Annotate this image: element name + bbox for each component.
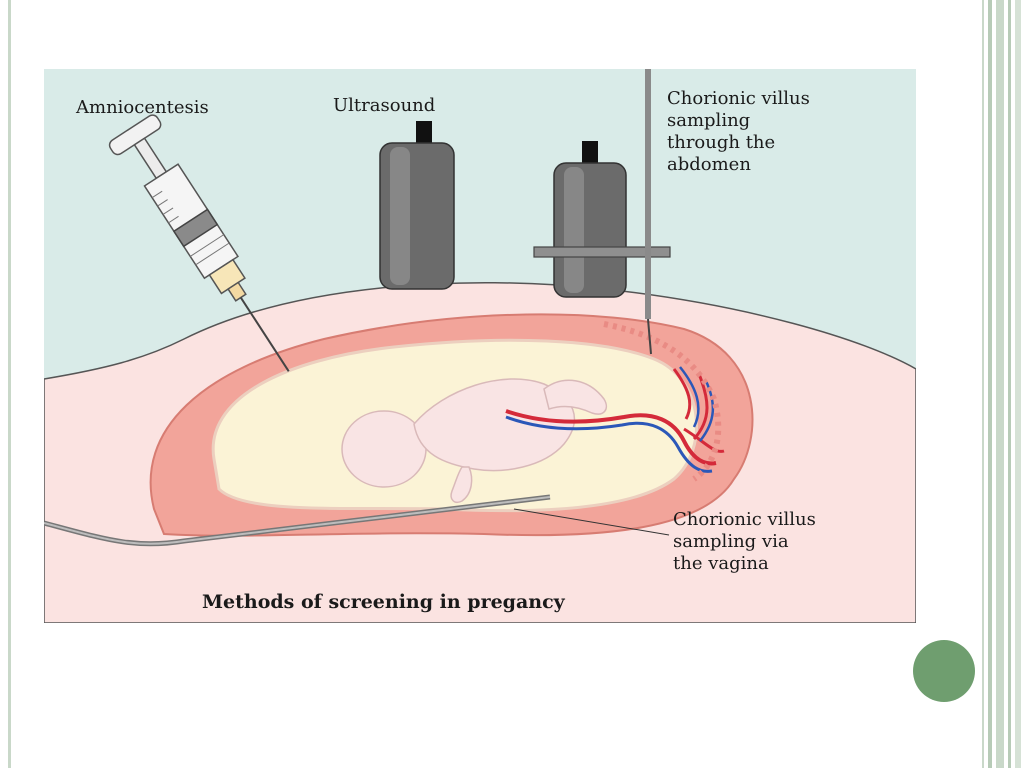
fetus-leg: [543, 379, 608, 415]
placenta-vein: [679, 366, 715, 442]
fetus-arm: [450, 466, 473, 503]
cvs-probe: [533, 141, 671, 298]
leader-line: [513, 508, 670, 536]
slide-accent-dot: [913, 640, 975, 702]
border-line: [982, 0, 984, 768]
umbilical-artery: [505, 409, 717, 466]
screening-methods-figure: Amniocentesis Ultrasound Chorionic villu…: [44, 69, 916, 623]
cvs-abdomen-label: Chorionic villus sampling through the ab…: [667, 88, 810, 175]
border-line: [1015, 0, 1021, 768]
ultrasound-label: Ultrasound: [333, 95, 436, 116]
border-line: [988, 0, 992, 768]
amniocentesis-label: Amniocentesis: [76, 97, 209, 118]
fetus-head: [341, 410, 427, 488]
placenta-artery: [672, 368, 725, 453]
cvs-vagina-label: Chorionic villus sampling via the vagina: [673, 509, 816, 574]
fetus-body: [413, 378, 575, 472]
figure-illustration: [44, 69, 916, 623]
ultrasound-probe: [379, 121, 455, 290]
border-line: [1008, 0, 1011, 768]
slide-right-border: [978, 0, 1024, 768]
placenta-edge: [603, 321, 722, 482]
figure-caption: Methods of screening in pregancy: [202, 591, 565, 613]
slide-left-rule: [8, 0, 11, 768]
fetus: [341, 378, 608, 503]
umbilical-vein: [505, 415, 713, 473]
border-line: [996, 0, 1004, 768]
amniocentesis-syringe: [108, 114, 290, 372]
